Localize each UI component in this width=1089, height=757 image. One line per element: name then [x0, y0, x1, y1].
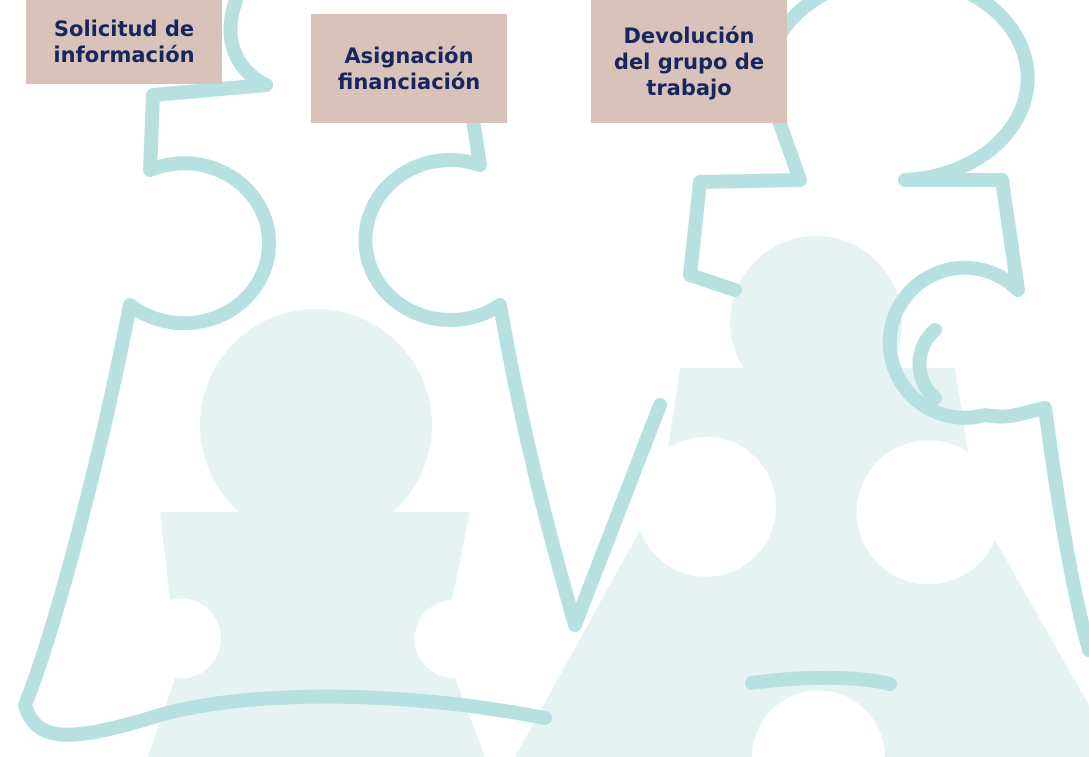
label-3-line-1: Devolución: [623, 23, 755, 48]
pale-figure-left: [148, 512, 485, 757]
label-solicitud-informacion: Solicitud de información: [26, 0, 222, 84]
pale-figure-right-head: [730, 236, 902, 408]
label-devolucion-grupo-trabajo: Devolución del grupo de trabajo: [591, 0, 787, 123]
label-1-line-2: información: [53, 43, 195, 67]
label-2-line-2: financiación: [337, 69, 481, 94]
label-asignacion-financiacion: Asignación financiación: [311, 14, 507, 123]
outline-band: [745, 670, 897, 691]
pale-figure-left-head: [200, 309, 432, 541]
outline-piece-right: [760, 0, 1089, 657]
outline-piece-left: [18, 0, 277, 742]
label-3-line-3: trabajo: [646, 75, 732, 100]
outline-piece-middle: [358, 93, 667, 632]
label-1-line-1: Solicitud de: [53, 17, 195, 41]
outline-piece-right-neck: [912, 323, 942, 405]
outline-figures: [18, 0, 1089, 742]
label-2-line-1: Asignación: [344, 43, 474, 68]
outline-piece-right-head: [683, 111, 807, 297]
outline-base-curve: [153, 689, 552, 725]
label-3-line-2: del grupo de: [613, 49, 765, 74]
pale-figure-right: [515, 368, 1089, 757]
